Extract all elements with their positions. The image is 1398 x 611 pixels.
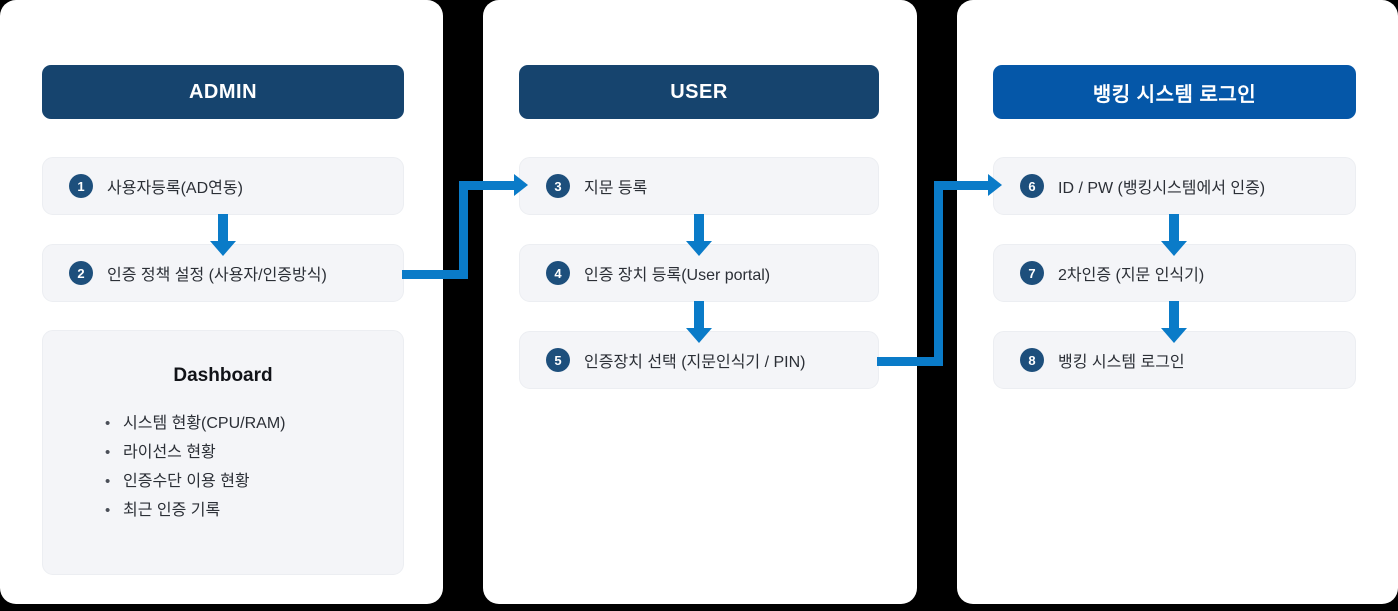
arrow-shaft bbox=[1169, 214, 1179, 242]
step-label: 뱅킹 시스템 로그인 bbox=[1058, 354, 1185, 371]
connector-user-to-banking-segment-h1 bbox=[877, 357, 943, 366]
step-number-badge: 3 bbox=[546, 174, 570, 198]
connector-user-to-banking-segment-v bbox=[934, 181, 943, 366]
arrow-down-icon-6-to-7 bbox=[1161, 214, 1187, 256]
step-label: 사용자등록(AD연동) bbox=[107, 180, 243, 197]
step-label: 2차인증 (지문 인식기) bbox=[1058, 267, 1205, 284]
step-number-badge: 6 bbox=[1020, 174, 1044, 198]
dashboard-card[interactable]: Dashboard 시스템 현황(CPU/RAM) 라이선스 현황 인증수단 이… bbox=[42, 330, 404, 575]
arrow-down-icon-7-to-8 bbox=[1161, 301, 1187, 343]
step-card-3[interactable]: 3 지문 등록 bbox=[519, 157, 879, 215]
step-number-badge: 2 bbox=[69, 261, 93, 285]
step-number-badge: 1 bbox=[69, 174, 93, 198]
arrow-right-icon-admin-to-user bbox=[514, 174, 528, 196]
dashboard-list: 시스템 현황(CPU/RAM) 라이선스 현황 인증수단 이용 현황 최근 인증… bbox=[43, 409, 403, 525]
step-label: 지문 등록 bbox=[584, 180, 648, 197]
step-number-badge: 8 bbox=[1020, 348, 1044, 372]
dashboard-list-item: 최근 인증 기록 bbox=[105, 496, 403, 525]
connector-user-to-banking-segment-h2 bbox=[934, 181, 991, 190]
step-number-badge: 5 bbox=[546, 348, 570, 372]
connector-admin-to-user-segment-h1 bbox=[402, 270, 468, 279]
arrow-down-icon-1-to-2 bbox=[210, 214, 236, 256]
step-number-badge: 7 bbox=[1020, 261, 1044, 285]
arrow-down-icon-4-to-5 bbox=[686, 301, 712, 343]
step-number-badge: 4 bbox=[546, 261, 570, 285]
arrow-head bbox=[1161, 328, 1187, 343]
arrow-head bbox=[210, 241, 236, 256]
connector-admin-to-user-segment-h2 bbox=[459, 181, 517, 190]
step-label: 인증 장치 등록(User portal) bbox=[584, 267, 771, 284]
step-label: ID / PW (뱅킹시스템에서 인증) bbox=[1058, 180, 1266, 197]
step-label: 인증 정책 설정 (사용자/인증방식) bbox=[107, 267, 327, 284]
column-header-banking: 뱅킹 시스템 로그인 bbox=[993, 65, 1356, 119]
column-header-user: USER bbox=[519, 65, 879, 119]
arrow-head bbox=[686, 241, 712, 256]
dashboard-list-item: 시스템 현황(CPU/RAM) bbox=[105, 409, 403, 438]
arrow-right-icon-user-to-banking bbox=[988, 174, 1002, 196]
dashboard-title: Dashboard bbox=[173, 365, 273, 386]
arrow-shaft bbox=[1169, 301, 1179, 329]
arrow-shaft bbox=[694, 301, 704, 329]
arrow-down-icon-3-to-4 bbox=[686, 214, 712, 256]
arrow-head bbox=[1161, 241, 1187, 256]
step-label: 인증장치 선택 (지문인식기 / PIN) bbox=[584, 354, 806, 371]
arrow-shaft bbox=[694, 214, 704, 242]
arrow-shaft bbox=[218, 214, 228, 242]
step-card-1[interactable]: 1 사용자등록(AD연동) bbox=[42, 157, 404, 215]
dashboard-list-item: 인증수단 이용 현황 bbox=[105, 467, 403, 496]
dashboard-list-item: 라이선스 현황 bbox=[105, 438, 403, 467]
step-card-6[interactable]: 6 ID / PW (뱅킹시스템에서 인증) bbox=[993, 157, 1356, 215]
arrow-head bbox=[686, 328, 712, 343]
connector-admin-to-user-segment-v bbox=[459, 181, 468, 279]
column-header-admin: ADMIN bbox=[42, 65, 404, 119]
